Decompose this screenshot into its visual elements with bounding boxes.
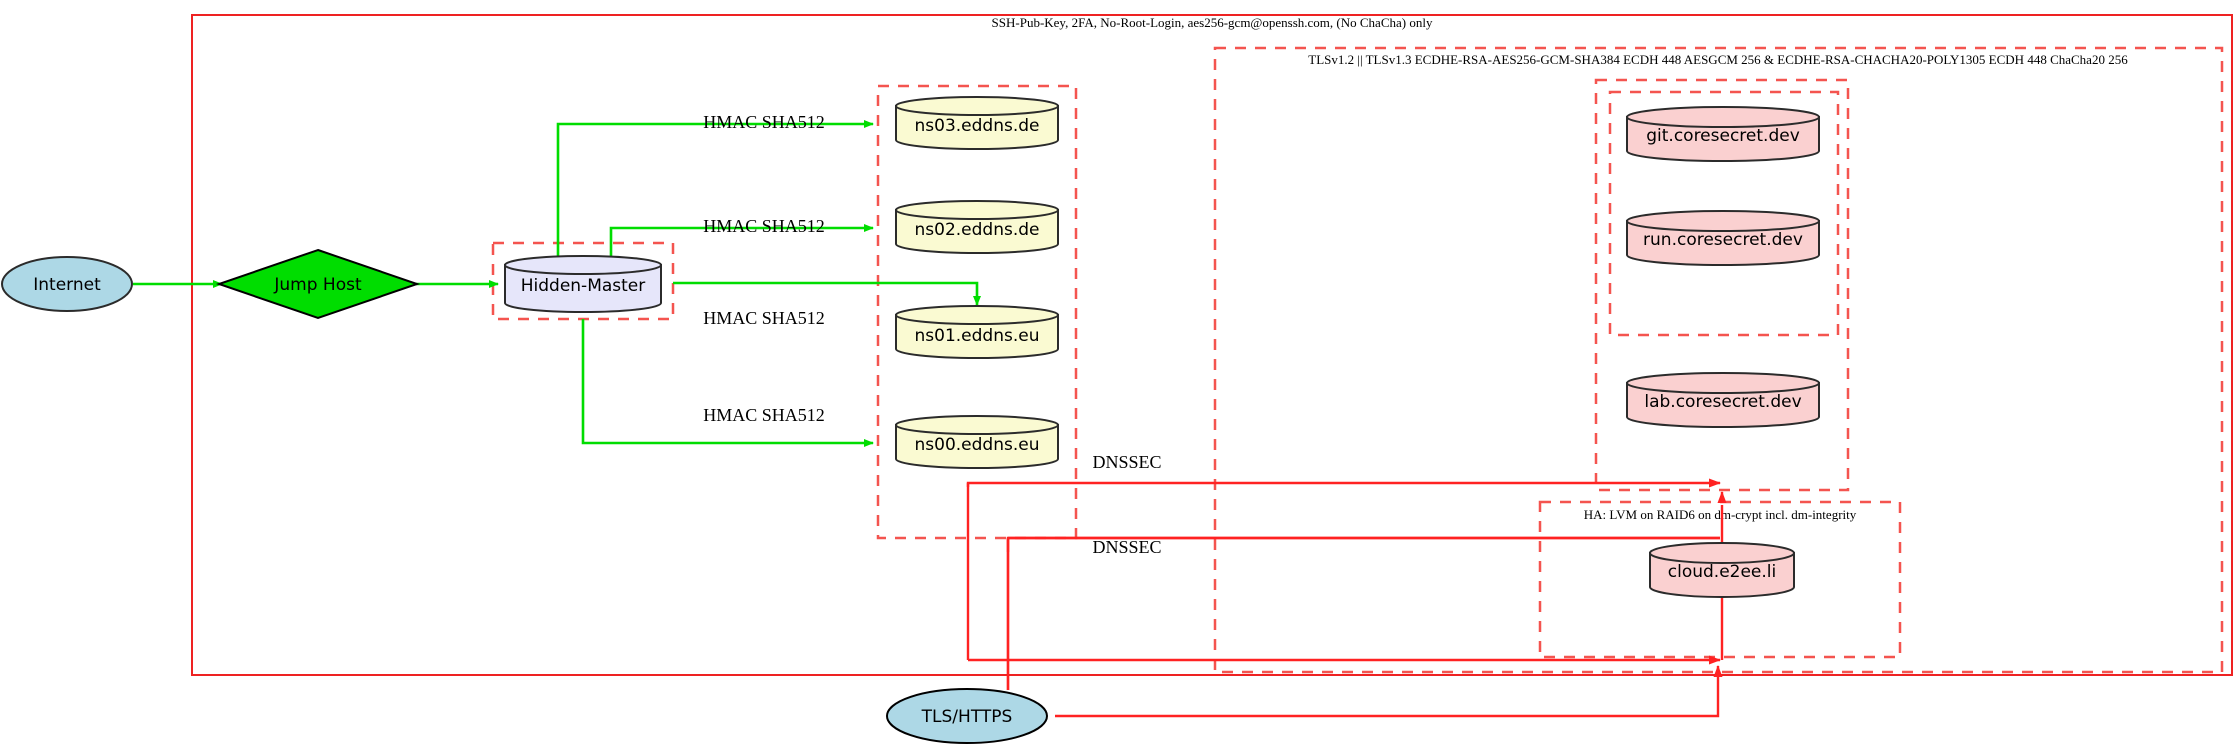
node-ns02-label: ns02.eddns.de xyxy=(915,220,1040,240)
node-lab-coresecret-label: lab.coresecret.dev xyxy=(1644,392,1801,412)
edge-label-dnssec-upper: DNSSEC xyxy=(1092,452,1161,472)
edge-dnssec-coresecret xyxy=(966,478,1721,488)
edge-tlshttps-right xyxy=(1055,665,1723,718)
node-ns01[interactable]: ns01.eddns.eu xyxy=(895,305,1059,359)
node-cloud-e2ee[interactable]: cloud.e2ee.li xyxy=(1649,542,1795,598)
edge-label-dnssec-lower: DNSSEC xyxy=(1092,537,1161,557)
node-ns03-label: ns03.eddns.de xyxy=(915,116,1040,136)
node-cloud-e2ee-label: cloud.e2ee.li xyxy=(1668,562,1776,582)
node-git-coresecret-label: git.coresecret.dev xyxy=(1646,126,1800,146)
node-internet[interactable]: Internet xyxy=(1,256,133,312)
node-hidden-master-label: Hidden-Master xyxy=(521,276,646,296)
node-jump-host[interactable]: Jump Host xyxy=(215,248,421,320)
node-run-coresecret-label: run.coresecret.dev xyxy=(1643,230,1803,250)
node-ns00-label: ns00.eddns.eu xyxy=(915,435,1040,455)
edge-label-hmac-ns01: HMAC SHA512 xyxy=(703,308,825,328)
cluster-tls-frame xyxy=(1213,46,2224,674)
cluster-ha-label: HA: LVM on RAID6 on dm-crypt incl. dm-in… xyxy=(1584,507,1857,522)
cluster-tls-label: TLSv1.2 || TLSv1.3 ECDHE-RSA-AES256-GCM-… xyxy=(1308,52,2128,67)
node-jump-host-label: Jump Host xyxy=(273,275,362,295)
cluster-ns-frame xyxy=(876,84,1078,540)
node-git-coresecret[interactable]: git.coresecret.dev xyxy=(1626,106,1820,162)
edge-hiddenmaster-ns01 xyxy=(673,281,981,306)
node-ns02[interactable]: ns02.eddns.de xyxy=(895,200,1059,254)
cluster-ssh-frame xyxy=(191,14,2233,676)
node-tls-https-label: TLS/HTTPS xyxy=(921,707,1013,727)
node-ns00[interactable]: ns00.eddns.eu xyxy=(895,415,1059,469)
edge-label-hmac-ns02: HMAC SHA512 xyxy=(703,216,825,236)
node-ns01-label: ns01.eddns.eu xyxy=(915,326,1040,346)
node-tls-https[interactable]: TLS/HTTPS xyxy=(886,688,1048,744)
node-internet-label: Internet xyxy=(33,275,101,295)
node-run-coresecret[interactable]: run.coresecret.dev xyxy=(1626,210,1820,266)
edge-hiddenmaster-ns03 xyxy=(556,120,874,272)
cluster-coresecret-outer-frame xyxy=(1594,78,1850,492)
cluster-coresecret-inner-frame xyxy=(1608,90,1840,337)
node-ns03[interactable]: ns03.eddns.de xyxy=(895,96,1059,150)
edge-label-hmac-ns00: HMAC SHA512 xyxy=(703,405,825,425)
edge-label-hmac-ns03: HMAC SHA512 xyxy=(703,112,825,132)
edge-hiddenmaster-ns00 xyxy=(581,319,874,447)
node-hidden-master[interactable]: Hidden-Master xyxy=(504,255,662,313)
node-lab-coresecret[interactable]: lab.coresecret.dev xyxy=(1626,372,1820,428)
cluster-ssh-label: SSH-Pub-Key, 2FA, No-Root-Login, aes256-… xyxy=(992,15,1433,30)
